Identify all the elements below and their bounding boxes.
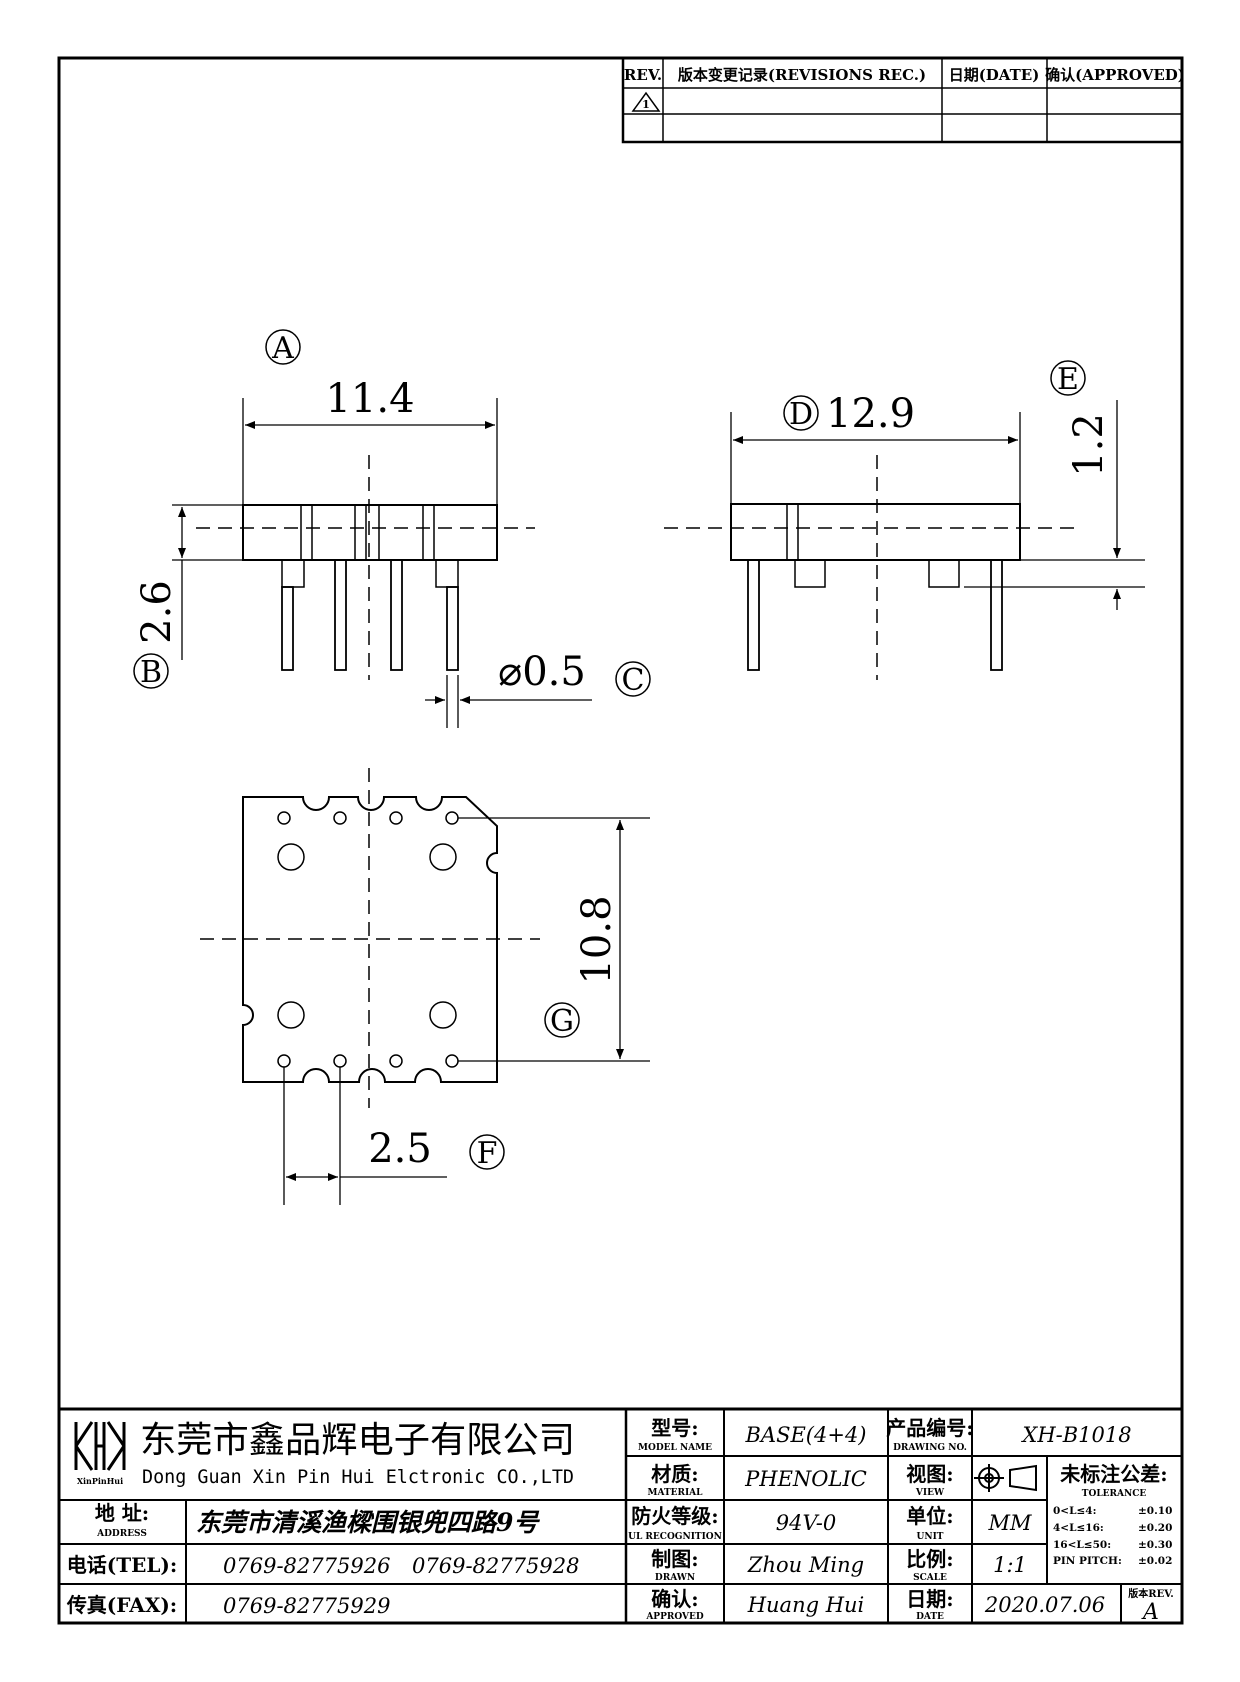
- marker-c-circle: [615, 661, 651, 697]
- ul-value: 94V-0: [776, 1511, 836, 1535]
- model-sublabel: MODEL NAME: [638, 1443, 712, 1453]
- scale-value: 1:1: [993, 1553, 1027, 1577]
- version-value: A: [1141, 1600, 1159, 1625]
- model-label: 型号:: [651, 1416, 698, 1440]
- approved-label: 确认:: [651, 1587, 698, 1611]
- drawing-no-value: XH-B1018: [1020, 1423, 1131, 1447]
- drawing-no-sublabel: DRAWING NO.: [893, 1443, 967, 1453]
- material-sublabel: MATERIAL: [647, 1488, 703, 1498]
- company-name-en: Dong Guan Xin Pin Hui Elctronic CO.,LTD: [142, 1466, 574, 1488]
- address-sublabel: ADDRESS: [96, 1529, 147, 1539]
- revision-date-header: 日期(DATE): [949, 66, 1040, 84]
- address-label: 地 址:: [95, 1501, 149, 1525]
- drawing-no-label: 产品编号:: [886, 1416, 973, 1440]
- model-value: BASE(4+4): [744, 1423, 866, 1447]
- tel-label: 电话(TEL):: [67, 1553, 178, 1577]
- marker-g: G: [550, 1004, 574, 1039]
- dimension-g-value: 10.8: [574, 895, 620, 984]
- unit-label: 单位:: [906, 1504, 953, 1528]
- date-sublabel: DATE: [916, 1612, 944, 1622]
- marker-e: E: [1057, 362, 1079, 397]
- material-label: 材质:: [651, 1462, 698, 1486]
- approved-sublabel: APPROVED: [645, 1612, 704, 1622]
- marker-a: A: [271, 331, 294, 366]
- front-view: [172, 398, 592, 728]
- revision-table: [621, 56, 1184, 144]
- revision-approved-header: 确认(APPROVED): [1045, 66, 1185, 84]
- tel-value-1: 0769-82775926: [223, 1554, 390, 1578]
- tolerance-range-2: 4<L≤16:: [1053, 1522, 1104, 1534]
- tolerance-label: 未标注公差:: [1060, 1462, 1167, 1486]
- ul-sublabel: UL RECOGNITION: [628, 1532, 722, 1542]
- marker-f-circle: [469, 1134, 505, 1170]
- marker-g-circle: [544, 1002, 580, 1038]
- tolerance-value-1: ±0.10: [1138, 1505, 1172, 1517]
- scale-sublabel: SCALE: [913, 1573, 947, 1583]
- dimension-c-value: ⌀0.5: [498, 649, 586, 695]
- marker-f: F: [477, 1136, 498, 1171]
- tolerance-range-4: PIN PITCH:: [1053, 1555, 1122, 1567]
- view-label: 视图:: [906, 1462, 953, 1486]
- side-view: [664, 400, 1145, 680]
- revision-row-1-number: 1: [642, 98, 650, 111]
- dimension-f-value: 2.5: [368, 1126, 432, 1172]
- marker-b-circle: [133, 653, 169, 689]
- marker-b: B: [140, 655, 162, 690]
- scale-label: 比例:: [906, 1547, 953, 1571]
- material-value: PHENOLIC: [744, 1467, 867, 1491]
- version-label: 版本REV.: [1128, 1587, 1173, 1600]
- tolerance-value-4: ±0.02: [1138, 1555, 1172, 1567]
- drawn-value: Zhou Ming: [747, 1553, 864, 1577]
- tolerance-range-3: 16<L≤50:: [1053, 1539, 1111, 1551]
- logo-text: XinPinHui: [77, 1476, 123, 1486]
- tolerance-range-1: 0<L≤4:: [1053, 1505, 1096, 1517]
- tolerance-value-3: ±0.30: [1138, 1539, 1172, 1551]
- marker-a-circle: [265, 329, 301, 365]
- tolerance-value-2: ±0.20: [1138, 1522, 1172, 1534]
- company-name-cn: 东莞市鑫品辉电子有限公司: [140, 1420, 575, 1461]
- view-sublabel: VIEW: [915, 1488, 945, 1498]
- revision-triangle-icon: [631, 91, 661, 112]
- date-label: 日期:: [906, 1587, 953, 1611]
- marker-e-circle: [1050, 360, 1086, 396]
- marker-d: D: [789, 397, 813, 432]
- marker-c: C: [622, 663, 645, 698]
- title-block: [59, 1407, 1182, 1623]
- address-value: 东莞市清溪渔樑围银兜四路9号: [196, 1508, 540, 1537]
- date-value: 2020.07.06: [984, 1593, 1105, 1617]
- projection-symbol-icon: [974, 1464, 1037, 1492]
- tolerance-sublabel: TOLERANCE: [1082, 1489, 1147, 1499]
- bottom-view: [200, 768, 650, 1205]
- drawn-label: 制图:: [651, 1547, 698, 1571]
- fax-label: 传真(FAX):: [66, 1593, 177, 1617]
- drawn-sublabel: DRAWN: [655, 1573, 695, 1583]
- company-logo: [74, 1421, 126, 1471]
- marker-d-circle: [783, 395, 819, 431]
- dimension-e-value: 1.2: [1066, 413, 1112, 477]
- ul-label: 防火等级:: [631, 1504, 718, 1528]
- fax-value: 0769-82775929: [223, 1594, 390, 1618]
- unit-value: MM: [987, 1511, 1032, 1535]
- unit-sublabel: UNIT: [917, 1532, 944, 1542]
- dimension-b-value: 2.6: [134, 580, 180, 644]
- dimension-a-value: 11.4: [325, 376, 414, 422]
- tel-value-2: 0769-82775928: [412, 1554, 579, 1578]
- revision-record-header: 版本变更记录(REVISIONS REC.): [678, 66, 926, 84]
- approved-value: Huang Hui: [747, 1593, 865, 1617]
- dimension-d-value: 12.9: [826, 391, 915, 437]
- drawing-frame: [57, 56, 1184, 1625]
- rev-header: REV.: [624, 66, 662, 84]
